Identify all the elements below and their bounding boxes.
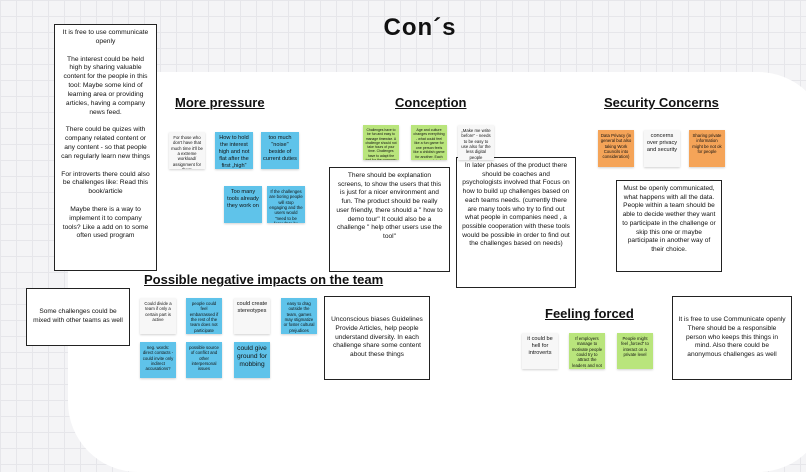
textbox-explanation-screens[interactable]: There should be explanation screens, to …	[329, 167, 450, 272]
sticky-note-too-many-tools[interactable]: Too many tools already they work on	[224, 186, 262, 223]
sticky-note-divide-team[interactable]: Could divide a team if only a certain pa…	[140, 298, 176, 334]
heading-possible-negative-impacts: Possible negative impacts on the team	[144, 272, 384, 287]
textbox-mixed-teams-text: Some challenges could be mixed with othe…	[33, 308, 123, 324]
heading-feeling-forced: Feeling forced	[545, 306, 634, 321]
sticky-note-workload[interactable]: For those who don't have that much time …	[169, 132, 205, 169]
sticky-note-fun-easy[interactable]: Challenges have to be fun and easy to ma…	[363, 125, 399, 160]
textbox-coaches-psychologists[interactable]: In later phases of the product there sho…	[456, 157, 576, 288]
sticky-note-sharing-private-info[interactable]: Sharing private information might be not…	[689, 130, 725, 167]
heading-security-concerns: Security Concerns	[604, 95, 719, 110]
sticky-note-data-privacy[interactable]: Data Privacy (in general but also taking…	[598, 130, 634, 167]
heading-conception: Conception	[395, 95, 467, 110]
heading-more-pressure: More pressure	[175, 95, 265, 110]
textbox-data-communication[interactable]: Must be openly communicated, what happen…	[616, 180, 722, 272]
textbox-mixed-teams[interactable]: Some challenges could be mixed with othe…	[26, 288, 130, 346]
sticky-note-introverts[interactable]: it could be hell for introverts	[522, 333, 558, 369]
sticky-note-cultural-prejudices[interactable]: easy to drag outside the team, games may…	[281, 298, 317, 334]
sticky-note-privacy-security[interactable]: concerns over privacy and security	[644, 130, 680, 167]
sticky-note-motivate-people[interactable]: If employers manage to motivate people c…	[569, 333, 605, 369]
sticky-note-easy-to-use[interactable]: „Make me write before" - needs to be eas…	[458, 125, 494, 160]
sticky-note-indirect-accusations[interactable]: neg. words: direct contacts - could invi…	[140, 342, 176, 378]
textbox-responsible-person[interactable]: It is free to use Communicate openly The…	[672, 296, 792, 380]
sticky-note-stereotypes[interactable]: could create stereotypes	[234, 298, 270, 334]
sticky-note-mobbing[interactable]: could give ground for mobbing	[234, 342, 270, 378]
textbox-unconscious-biases-text: Unconscious biases Guidelines Provide Ar…	[331, 316, 423, 359]
textbox-unconscious-biases[interactable]: Unconscious biases Guidelines Provide Ar…	[324, 296, 430, 380]
sticky-note-too-much-noise[interactable]: too much "noise" beside of current dutie…	[261, 132, 299, 169]
sticky-note-conflict-source[interactable]: possible source of conflict and other in…	[186, 342, 222, 378]
board-title: Con´s	[383, 14, 457, 41]
sticky-note-age-culture[interactable]: Age and culture changes everything - wha…	[411, 125, 447, 160]
sticky-note-forced-interaction[interactable]: People might feel „forced" to interact o…	[617, 333, 653, 369]
sticky-note-hold-interest[interactable]: How to hold the interest high and not fl…	[215, 132, 253, 169]
sticky-note-embarrassed[interactable]: people could feel embarrassed if the res…	[186, 298, 222, 334]
sticky-note-boring-challenges[interactable]: If the challenges are boring people will…	[267, 186, 305, 223]
textbox-responsible-person-text: It is free to use Communicate openly The…	[678, 316, 786, 359]
textbox-communication-ideas[interactable]: It is free to use communicate openly The…	[54, 24, 157, 271]
